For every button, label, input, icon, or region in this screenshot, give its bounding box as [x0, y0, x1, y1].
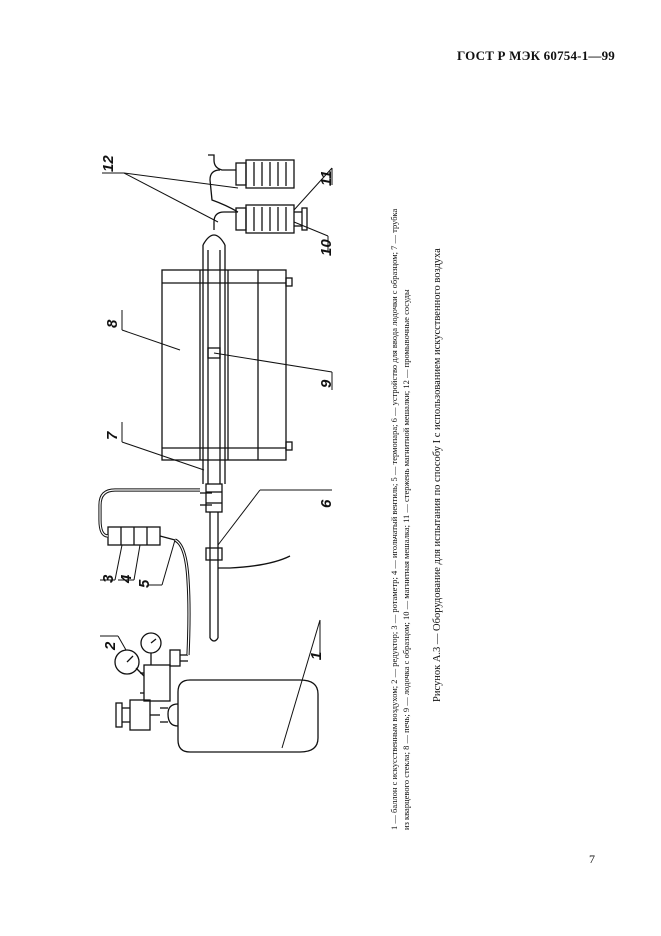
- label-2: 2: [102, 641, 119, 650]
- label-10: 10: [318, 239, 335, 256]
- label-3: 3: [100, 574, 117, 583]
- document-header: ГОСТ Р МЭК 60754-1—99: [456, 48, 615, 63]
- figure-legend-line-1: 1 — баллон с искусственным воздухом; 2 —…: [389, 208, 399, 830]
- label-4: 4: [118, 574, 135, 583]
- sample-inlet-rod: [205, 512, 291, 642]
- figure-caption: Рисунок А.3 — Оборудование для испытания…: [432, 248, 443, 702]
- quartz-tube: [200, 222, 226, 513]
- gas-cylinder: [160, 679, 319, 753]
- rotameter: [98, 488, 200, 546]
- label-8: 8: [104, 319, 121, 328]
- furnace: [161, 269, 293, 461]
- label-7: 7: [104, 431, 121, 440]
- pressure-regulator: [114, 632, 188, 731]
- wash-bottles: [208, 154, 308, 234]
- sample-boat: [207, 347, 221, 359]
- label-12: 12: [100, 155, 117, 172]
- label-6: 6: [318, 499, 335, 508]
- label-9: 9: [318, 379, 335, 388]
- page-number: 7: [589, 852, 595, 866]
- label-1: 1: [308, 651, 325, 660]
- label-5: 5: [136, 579, 153, 588]
- label-11: 11: [318, 170, 335, 186]
- figure-legend-line-2: из кварцевого стекла; 8 — печь; 9 — лодо…: [401, 289, 411, 830]
